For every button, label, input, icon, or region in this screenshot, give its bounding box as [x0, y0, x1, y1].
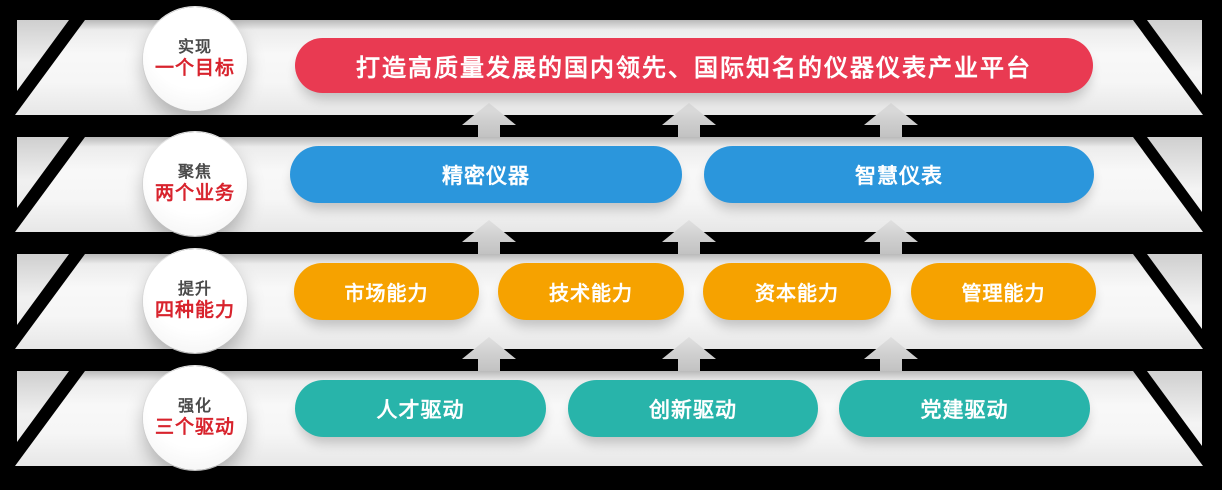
row-band-business: 聚焦两个业务精密仪器智慧仪表 [0, 132, 1222, 236]
circle-label-top: 实现 [177, 39, 212, 56]
pill-business-1: 精密仪器 [290, 146, 682, 203]
pill-driver-2: 创新驱动 [568, 380, 818, 437]
circle-label-top: 提升 [177, 281, 212, 298]
row-band-goal: 实现一个目标打造高质量发展的国内领先、国际知名的仪器仪表产业平台 [0, 7, 1222, 115]
pill-driver-1: 人才驱动 [295, 380, 546, 437]
row-band-capability: 提升四种能力市场能力技术能力资本能力管理能力 [0, 249, 1222, 353]
row-band-driver: 强化三个驱动人才驱动创新驱动党建驱动 [0, 366, 1222, 470]
pill-capability-4: 管理能力 [911, 263, 1096, 320]
pill-goal-1: 打造高质量发展的国内领先、国际知名的仪器仪表产业平台 [295, 38, 1093, 93]
pill-capability-3: 资本能力 [703, 263, 891, 320]
circle-label-top: 聚焦 [177, 164, 212, 181]
circle-label-driver: 强化三个驱动 [143, 366, 247, 470]
circle-label-accent: 一个目标 [154, 58, 235, 79]
circle-label-capability: 提升四种能力 [143, 249, 247, 353]
pill-driver-3: 党建驱动 [839, 380, 1090, 437]
circle-label-top: 强化 [177, 398, 212, 415]
pill-capability-2: 技术能力 [498, 263, 684, 320]
pill-capability-1: 市场能力 [294, 263, 479, 320]
circle-label-accent: 四种能力 [154, 300, 235, 321]
circle-label-accent: 两个业务 [154, 183, 235, 204]
circle-label-business: 聚焦两个业务 [143, 132, 247, 236]
pill-business-2: 智慧仪表 [704, 146, 1094, 203]
circle-label-goal: 实现一个目标 [143, 7, 247, 111]
circle-label-accent: 三个驱动 [154, 417, 235, 438]
